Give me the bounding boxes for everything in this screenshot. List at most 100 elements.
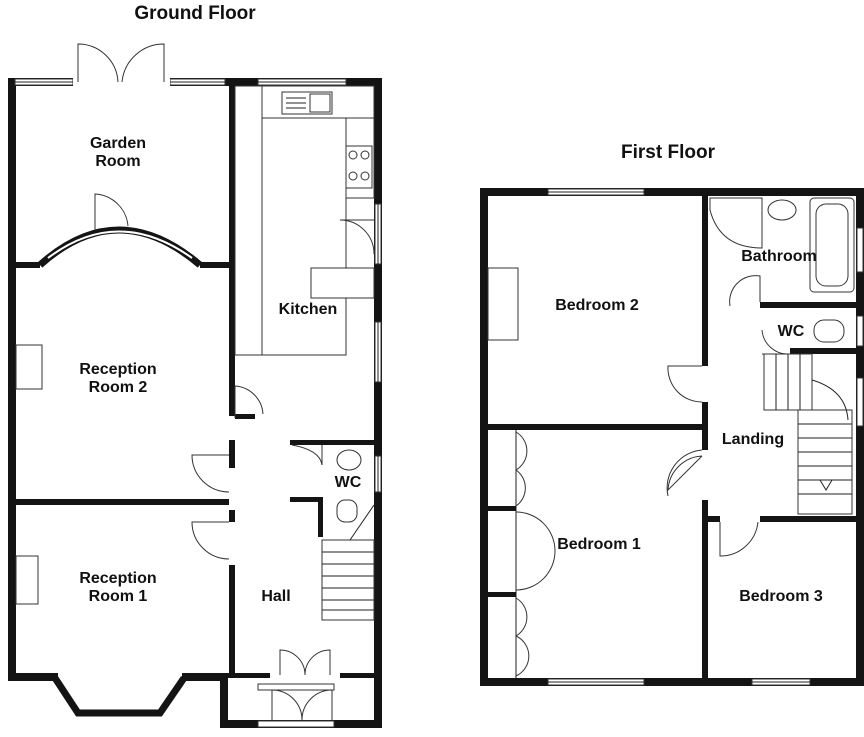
bedroom-1-door-swing (666, 449, 703, 497)
label-wc: WC (778, 323, 805, 340)
wall (229, 440, 235, 468)
bay-window (61, 679, 177, 709)
window (257, 683, 335, 691)
wall (374, 78, 382, 728)
wall (856, 188, 864, 686)
shower-icon (709, 197, 763, 249)
wall (8, 78, 16, 681)
bedroom-2-door (667, 365, 703, 403)
stair-line (349, 504, 375, 541)
window (856, 377, 864, 427)
stair-arrow (819, 479, 833, 491)
wall (8, 673, 58, 681)
kitchen-door (234, 385, 264, 418)
label-reception-room-2: Room 2 (89, 379, 148, 396)
wall (760, 516, 856, 522)
wall (228, 673, 270, 678)
wall (229, 510, 235, 522)
bedroom-1-door (667, 455, 703, 492)
wardrobe-door (515, 431, 528, 471)
wardrobe-door (515, 597, 528, 637)
kitchen-worktop (234, 85, 263, 356)
wc-door (291, 444, 323, 466)
wall (340, 673, 374, 678)
toilet-icon (813, 319, 845, 343)
wardrobe-door (515, 635, 530, 677)
label-garden-room: Garden (90, 135, 146, 152)
label-reception-room-2: Reception (79, 361, 156, 378)
french-door-opening (73, 78, 170, 86)
wall (200, 262, 229, 268)
garden-room-door (94, 193, 129, 230)
first-floor-title: First Floor (621, 142, 716, 163)
sink-bowl (309, 93, 331, 113)
label-garden-room: Room (95, 153, 140, 170)
bay-window-wall (52, 676, 187, 717)
wall (229, 86, 235, 416)
first-floor: First Floor (480, 142, 864, 686)
french-door (121, 43, 165, 83)
wall (702, 500, 708, 678)
bathroom-door (729, 275, 761, 307)
arch-window (47, 230, 193, 259)
reception-1-door (191, 521, 230, 560)
wall (220, 675, 228, 728)
window (257, 720, 335, 728)
ground-floor: Ground Floor (8, 3, 382, 728)
hob-ring (360, 171, 370, 181)
label-hall: Hall (261, 588, 290, 605)
stair-line (811, 379, 849, 421)
wall (182, 673, 228, 681)
wardrobe-divider (488, 592, 516, 597)
label-bedroom-3: Bedroom 3 (739, 588, 823, 605)
wc-basin-icon (336, 449, 362, 471)
wardrobe-door (515, 511, 556, 591)
chimney-breast (15, 344, 43, 390)
wall (16, 262, 40, 268)
toilet-icon (336, 499, 358, 523)
wall (290, 440, 374, 445)
label-reception-room-1: Room 1 (89, 588, 148, 605)
kitchen-unit (310, 267, 375, 299)
wardrobe-door (515, 469, 526, 507)
wall (790, 348, 856, 354)
wall (760, 302, 856, 308)
label-wc: WC (335, 474, 362, 491)
reception-2-door (191, 454, 230, 493)
wall (708, 516, 720, 522)
wall (480, 188, 864, 196)
front-door (304, 649, 331, 676)
window (856, 227, 864, 273)
bedroom-3-door (719, 521, 759, 557)
wall (229, 565, 235, 675)
wall (235, 414, 255, 419)
french-door (77, 43, 119, 83)
label-bedroom-2: Bedroom 2 (555, 297, 639, 314)
kitchen-back-door (339, 219, 375, 255)
wall (16, 499, 229, 505)
window (856, 315, 864, 347)
chimney-breast (15, 555, 39, 605)
wall (480, 188, 488, 686)
label-kitchen: Kitchen (279, 301, 338, 318)
porch-door (271, 689, 303, 721)
wall (318, 497, 323, 537)
wall (702, 402, 708, 450)
wall (290, 497, 322, 502)
label-reception-room-1: Reception (79, 570, 156, 587)
kitchen-worktop (261, 117, 347, 356)
staircase (321, 539, 375, 621)
chimney-breast (487, 267, 519, 341)
hob-ring (348, 150, 358, 160)
hob-ring (348, 171, 358, 181)
porch-door (301, 689, 333, 721)
basin-icon (767, 199, 797, 221)
wall (488, 424, 702, 430)
ground-floor-title: Ground Floor (134, 3, 256, 24)
staircase (797, 409, 853, 515)
wall (702, 196, 708, 366)
label-bathroom: Bathroom (741, 248, 817, 265)
label-bedroom-1: Bedroom 1 (557, 536, 641, 553)
wardrobe-divider (488, 506, 516, 511)
